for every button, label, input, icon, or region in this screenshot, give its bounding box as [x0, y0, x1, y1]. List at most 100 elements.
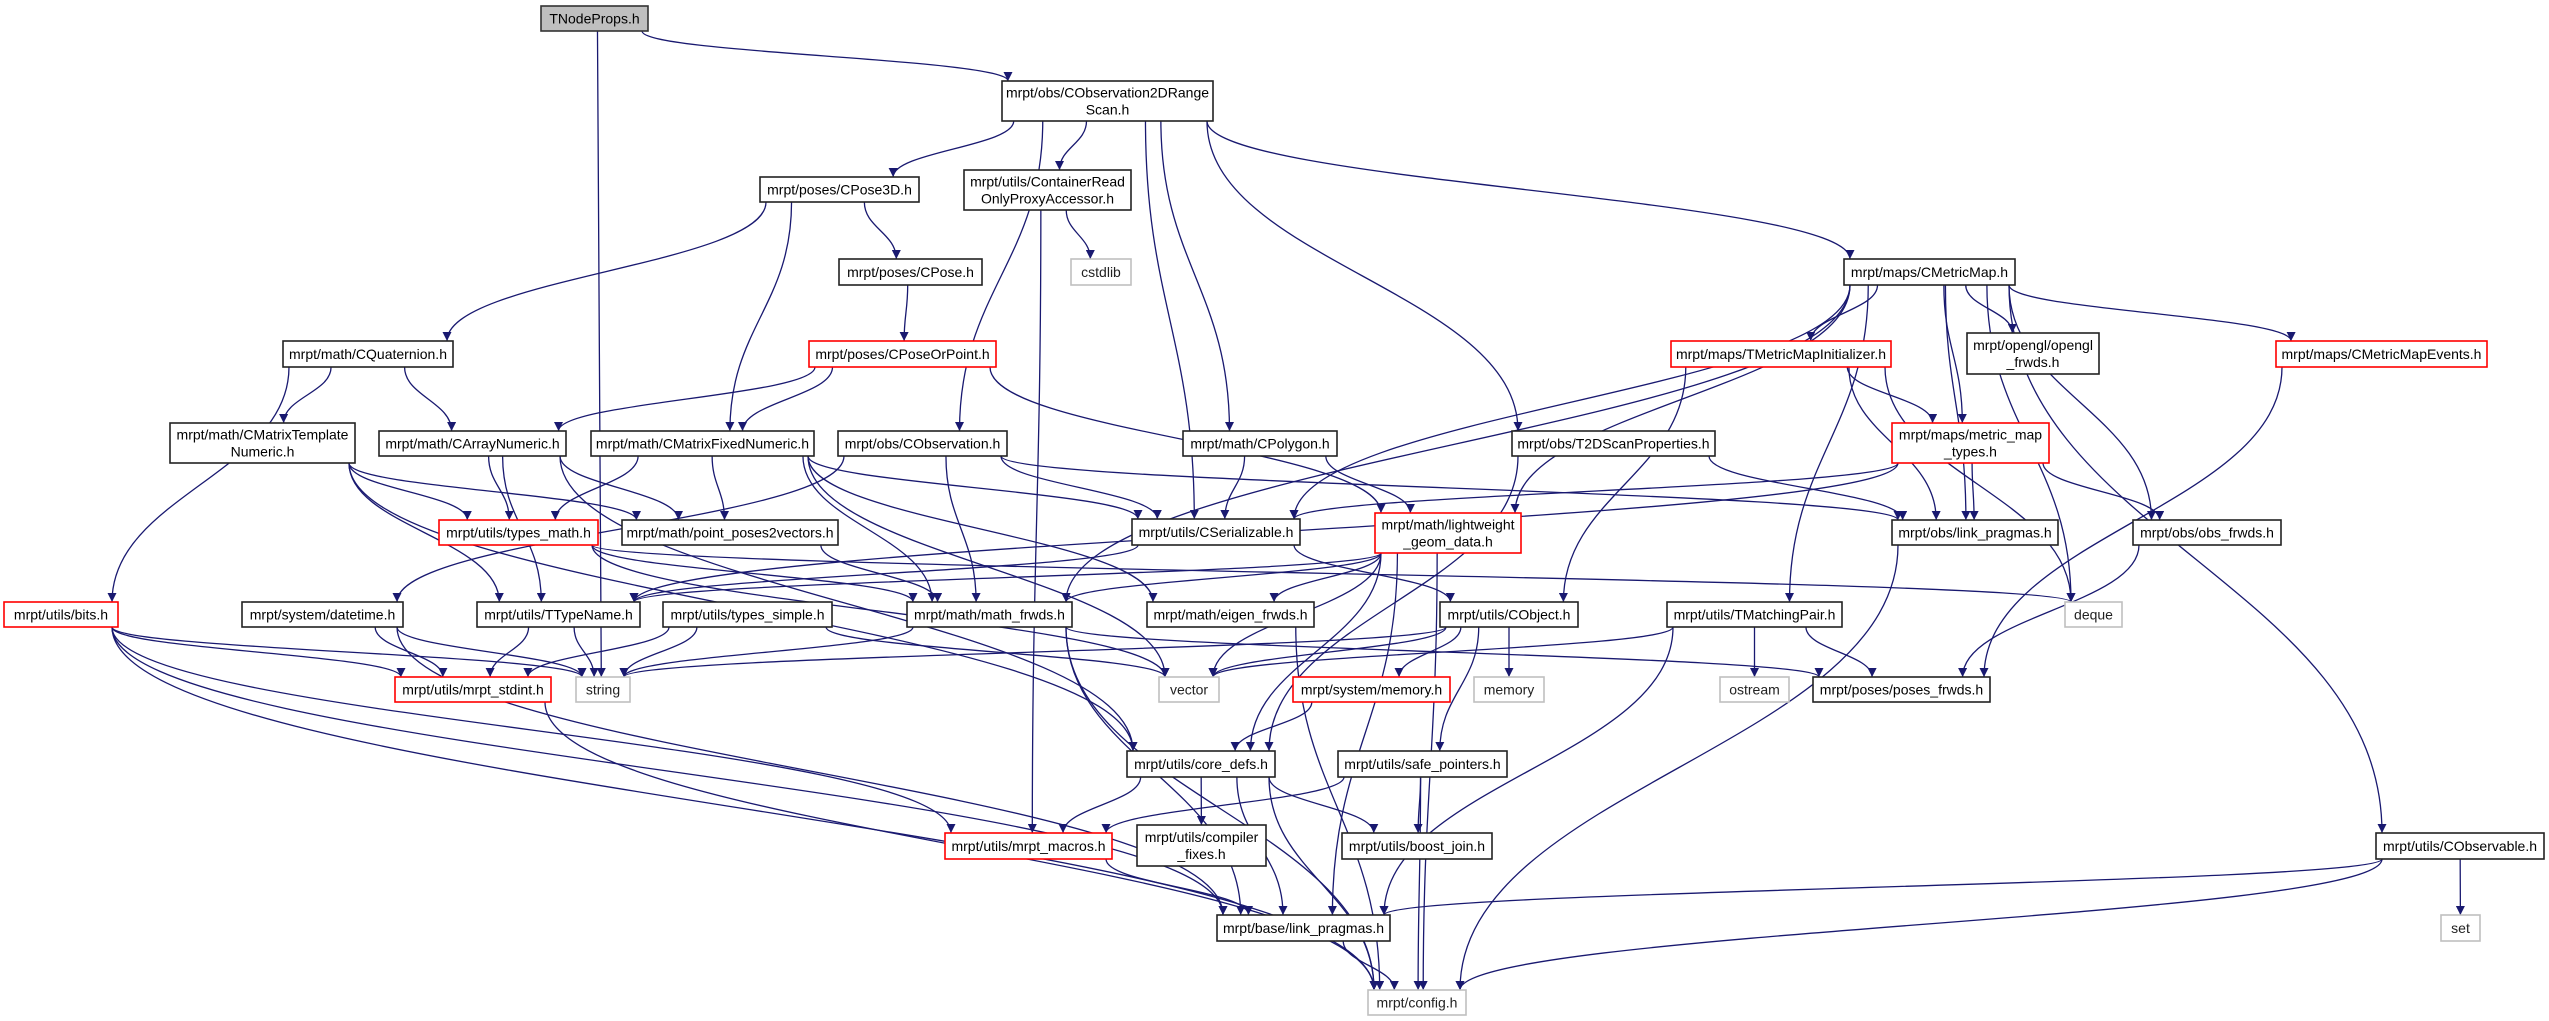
- node-label: TNodeProps.h: [549, 11, 639, 27]
- edge-carray-to-coredefs: [559, 455, 1138, 752]
- edge-cmetricmap-to-cmmevents: [2008, 284, 2296, 342]
- node-label: ostream: [1729, 682, 1780, 698]
- node-label: mrpt/system/memory.h: [1301, 682, 1442, 698]
- node-ostream[interactable]: ostream: [1719, 676, 1790, 703]
- node-label: set: [2451, 920, 2470, 936]
- node-set[interactable]: set: [2440, 914, 2481, 942]
- node-label: mrpt/poses/CPose.h: [847, 264, 974, 280]
- node-box: [1719, 676, 1790, 703]
- node-tmatching[interactable]: mrpt/utils/TMatchingPair.h: [1666, 601, 1843, 628]
- node-sysmemory[interactable]: mrpt/system/memory.h: [1292, 676, 1451, 703]
- edge-mathfrwds-to-string: [619, 626, 914, 678]
- node-typessimple[interactable]: mrpt/utils/types_simple.h: [662, 601, 833, 628]
- node-label: mrpt/utils/mrpt_macros.h: [951, 838, 1105, 854]
- node-baselink[interactable]: mrpt/base/link_pragmas.h: [1216, 914, 1391, 942]
- node-macros[interactable]: mrpt/utils/mrpt_macros.h: [944, 832, 1113, 860]
- node-label: mrpt/utils/safe_pointers.h: [1344, 756, 1500, 772]
- node-label: mrpt/utils/ContainerRead: [970, 174, 1125, 190]
- node-lwgeom[interactable]: mrpt/math/lightweight_geom_data.h: [1374, 512, 1522, 554]
- node-box: [1216, 914, 1391, 942]
- node-box: [1891, 519, 2059, 546]
- node-label: mrpt/math/CArrayNumeric.h: [385, 436, 559, 452]
- node-deque[interactable]: deque: [2064, 601, 2123, 628]
- node-pp2v[interactable]: mrpt/math/point_poses2vectors.h: [621, 519, 839, 546]
- node-box: [3, 601, 119, 628]
- node-coredefs[interactable]: mrpt/utils/core_defs.h: [1126, 750, 1276, 778]
- node-box: [1158, 676, 1220, 703]
- node-label: mrpt/config.h: [1377, 995, 1458, 1011]
- edge-lwgeom-to-eigenfrwds: [1269, 552, 1382, 603]
- edge-safeptr-to-macros: [1101, 776, 1345, 834]
- node-safeptr[interactable]: mrpt/utils/safe_pointers.h: [1337, 750, 1508, 778]
- node-box: [1146, 601, 1315, 628]
- node-cmfixed[interactable]: mrpt/math/CMatrixFixedNumeric.h: [590, 430, 815, 457]
- node-memory[interactable]: memory: [1473, 676, 1545, 703]
- edge-bits-to-stdint: [111, 626, 406, 678]
- node-opengl[interactable]: mrpt/opengl/opengl_frwds.h: [1966, 332, 2100, 375]
- edge-typessimple-to-stdint: [523, 626, 670, 678]
- node-cmetricmap[interactable]: mrpt/maps/CMetricMap.h: [1843, 258, 2016, 286]
- node-boostjoin[interactable]: mrpt/utils/boost_join.h: [1341, 832, 1493, 860]
- node-string[interactable]: string: [575, 676, 631, 703]
- edge-tnodeprops-to-string: [596, 30, 606, 678]
- edge-obs2d-to-cmetricmap: [1206, 120, 1855, 260]
- node-vector[interactable]: vector: [1158, 676, 1220, 703]
- edge-container-to-cstdlib: [1065, 209, 1095, 260]
- node-label: OnlyProxyAccessor.h: [981, 191, 1114, 207]
- edge-obs2d-to-t2dscan: [1206, 120, 1523, 432]
- edge-mmtypes-to-obsfrwds: [2042, 462, 2165, 521]
- node-ttypename[interactable]: mrpt/utils/TTypeName.h: [476, 601, 641, 628]
- edge-baselink-to-config: [1342, 940, 1399, 991]
- node-container[interactable]: mrpt/utils/ContainerReadOnlyProxyAccesso…: [963, 169, 1132, 211]
- node-cstdlib[interactable]: cstdlib: [1070, 258, 1132, 286]
- node-cposeorpoint[interactable]: mrpt/poses/CPoseOrPoint.h: [808, 340, 997, 368]
- node-label: memory: [1484, 682, 1535, 698]
- node-box: [476, 601, 641, 628]
- node-cquaternion[interactable]: mrpt/math/CQuaternion.h: [282, 340, 454, 368]
- node-posesfrwds[interactable]: mrpt/poses/poses_frwds.h: [1812, 676, 1991, 703]
- edge-typesmath-to-deque: [591, 544, 2075, 603]
- node-config[interactable]: mrpt/config.h: [1367, 989, 1467, 1016]
- node-label: mrpt/utils/CSerializable.h: [1139, 524, 1294, 540]
- node-cpolygon[interactable]: mrpt/math/CPolygon.h: [1182, 430, 1338, 457]
- node-stdint[interactable]: mrpt/utils/mrpt_stdint.h: [394, 676, 552, 703]
- node-typesmath[interactable]: mrpt/utils/types_math.h: [438, 519, 599, 546]
- node-box: [1473, 676, 1545, 703]
- node-cmmevents[interactable]: mrpt/maps/CMetricMapEvents.h: [2275, 340, 2488, 368]
- edge-tmminit-to-cobject: [1558, 366, 1687, 603]
- edge-cpose3d-to-cmfixed: [725, 201, 793, 432]
- edge-lwgeom-to-ttypename: [629, 552, 1382, 603]
- node-bits[interactable]: mrpt/utils/bits.h: [3, 601, 119, 628]
- node-tmminit[interactable]: mrpt/maps/TMetricMapInitializer.h: [1670, 340, 1892, 368]
- edge-cmfixed-to-typesmath: [550, 455, 639, 521]
- edges-layer: [107, 30, 2465, 991]
- node-label: mrpt/obs/CObservation2DRange: [1006, 85, 1209, 101]
- node-compfixes[interactable]: mrpt/utils/compiler_fixes.h: [1136, 824, 1267, 867]
- node-box: [621, 519, 839, 546]
- edge-cobject-to-sysmemory: [1394, 626, 1462, 678]
- node-mmtypes[interactable]: mrpt/maps/metric_map_types.h: [1891, 422, 2050, 464]
- node-cobservable[interactable]: mrpt/utils/CObservable.h: [2375, 832, 2545, 860]
- node-mathfrwds[interactable]: mrpt/math/math_frwds.h: [906, 601, 1073, 628]
- node-label: mrpt/math/eigen_frwds.h: [1153, 607, 1307, 623]
- node-label: mrpt/utils/mrpt_stdint.h: [402, 682, 544, 698]
- node-tnodeprops[interactable]: TNodeProps.h: [540, 5, 649, 32]
- node-cobservation[interactable]: mrpt/obs/CObservation.h: [837, 430, 1008, 457]
- node-box: [2064, 601, 2123, 628]
- node-datetime[interactable]: mrpt/system/datetime.h: [241, 601, 404, 628]
- node-cobject[interactable]: mrpt/utils/CObject.h: [1439, 601, 1579, 628]
- node-obsfrwds[interactable]: mrpt/obs/obs_frwds.h: [2132, 519, 2282, 546]
- node-carray[interactable]: mrpt/math/CArrayNumeric.h: [378, 430, 567, 457]
- node-eigenfrwds[interactable]: mrpt/math/eigen_frwds.h: [1146, 601, 1315, 628]
- node-obslink[interactable]: mrpt/obs/link_pragmas.h: [1891, 519, 2059, 546]
- node-cserial[interactable]: mrpt/utils/CSerializable.h: [1131, 518, 1301, 546]
- node-cpose3d[interactable]: mrpt/poses/CPose3D.h: [759, 176, 920, 203]
- node-t2dscan[interactable]: mrpt/obs/T2DScanProperties.h: [1511, 430, 1716, 457]
- node-box: [963, 169, 1132, 211]
- node-label: mrpt/math/point_poses2vectors.h: [627, 525, 834, 541]
- edge-cobservation-to-datetime: [392, 455, 845, 603]
- node-cpose[interactable]: mrpt/poses/CPose.h: [838, 258, 983, 286]
- edge-mmtypes-to-cserial: [1289, 462, 1899, 520]
